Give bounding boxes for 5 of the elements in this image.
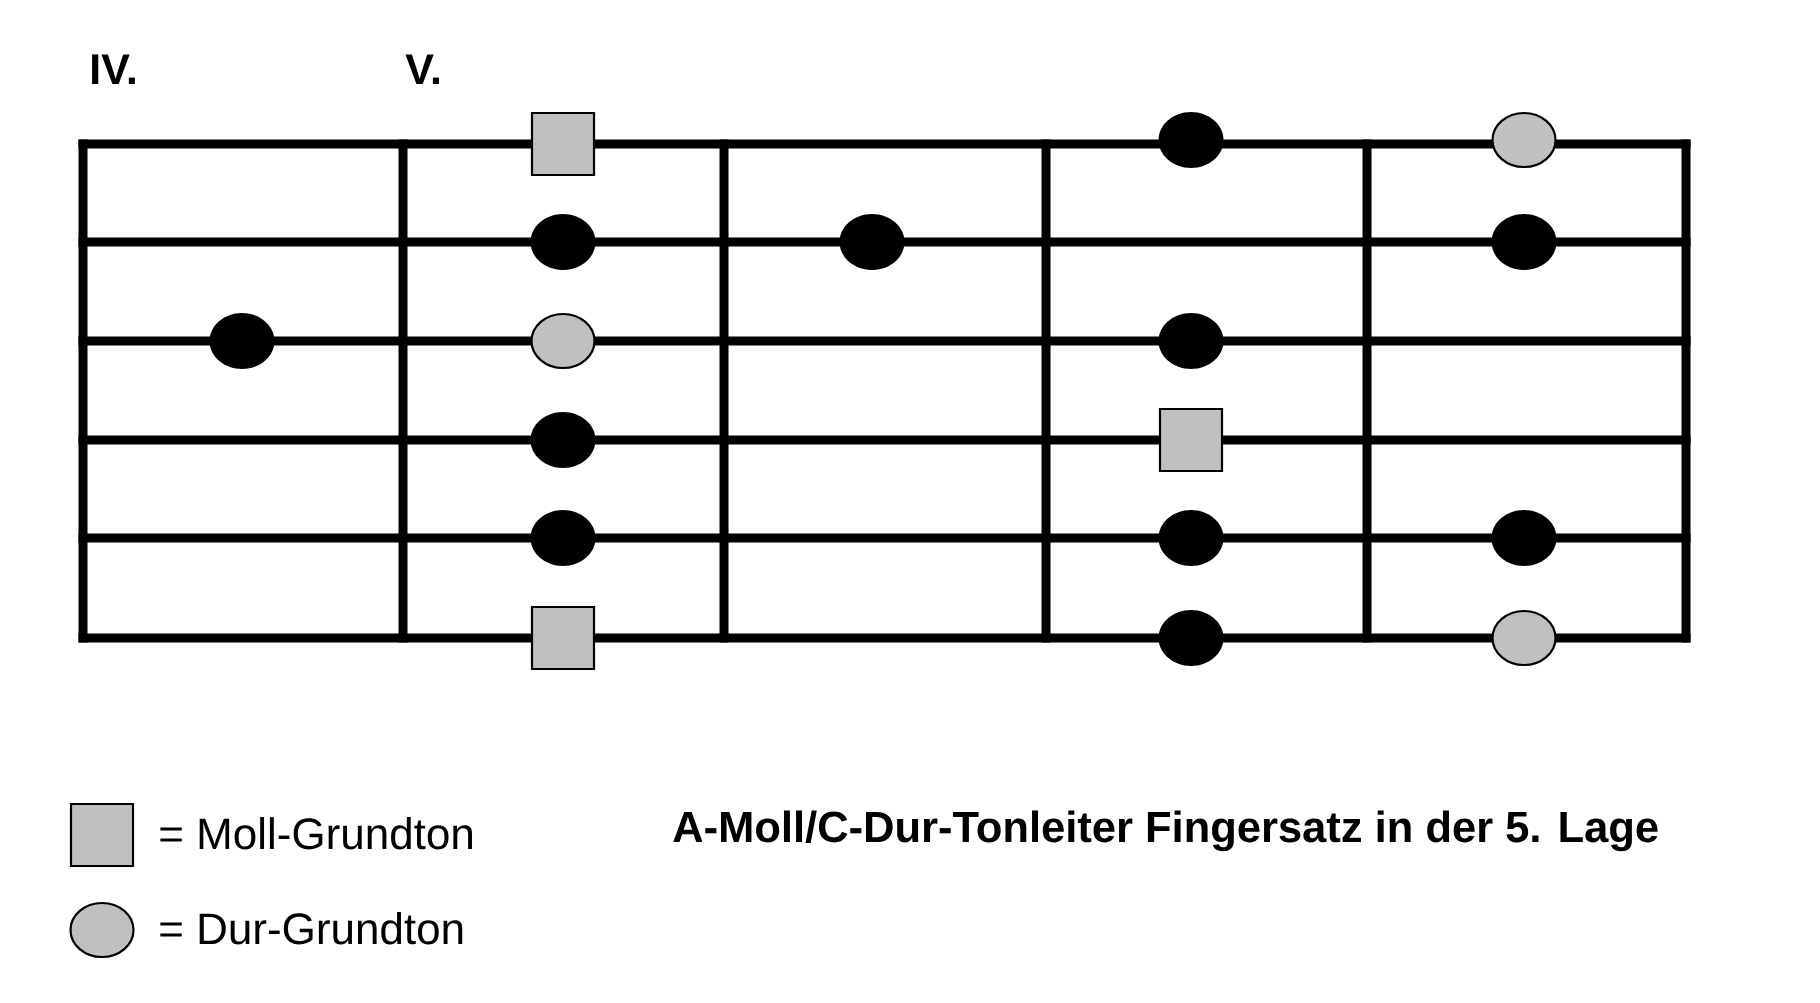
title: A-Moll/C-Dur-Tonleiter Fingersatz in der 5. Lage xyxy=(673,810,1658,852)
fret-position-label: IV. xyxy=(92,54,135,84)
legend-text: = Moll-Grundton xyxy=(160,817,472,850)
legend-text: = Dur-Grundton xyxy=(160,912,463,945)
fret-position-label: V. xyxy=(405,54,439,84)
